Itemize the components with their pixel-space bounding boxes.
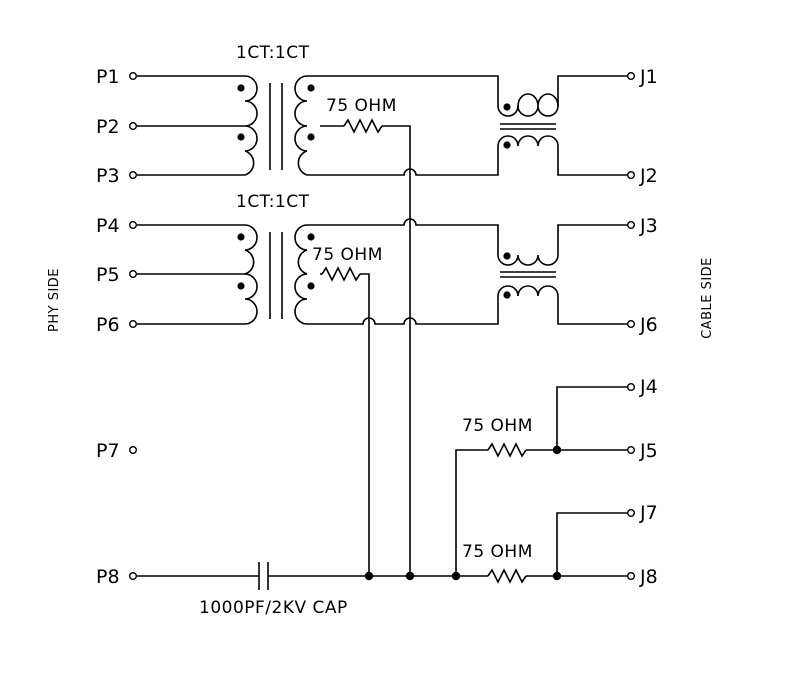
terminal-j6 [627, 320, 636, 329]
phy-side-label: PHY SIDE [47, 268, 62, 332]
pin-label-p6: P6 [96, 314, 120, 336]
terminal-p5 [128, 270, 137, 279]
pin-label-j7: J7 [639, 502, 658, 524]
channel-bottom-wiring: 75 OHM [307, 218, 499, 576]
cable-side-label: CABLE SIDE [700, 257, 715, 339]
terminal-p1 [128, 71, 137, 80]
pin-label-j5: J5 [639, 440, 658, 462]
phy-pins: P1 P2 P3 P4 P5 P6 P7 P8 [96, 66, 137, 588]
pin-label-j4: J4 [639, 376, 658, 398]
pin-label-j8: J8 [639, 566, 658, 588]
capacitor-label: 1000PF/2KV CAP [199, 598, 348, 618]
terminal-p8 [128, 572, 137, 581]
terminal-p6 [128, 320, 137, 329]
termination-j4-j5: 75 OHM [455, 386, 627, 576]
choke-top [497, 75, 627, 176]
cable-pins: J1 J2 J3 J6 J4 J5 J7 J8 [627, 66, 658, 588]
pin-label-p5: P5 [96, 264, 120, 286]
terminal-j5 [627, 446, 636, 455]
capacitor-bus: 1000PF/2KV CAP [137, 562, 488, 618]
transformer-top: 1CT:1CT [137, 43, 315, 176]
terminal-j2 [627, 170, 636, 179]
pin-label-j2: J2 [639, 165, 658, 187]
terminal-j1 [627, 71, 636, 80]
terminal-j4 [627, 383, 636, 392]
termination-j7-j8: 75 OHM [462, 512, 627, 584]
transformer-ratio-bottom: 1CT:1CT [236, 192, 310, 212]
resistor-label-j8: 75 OHM [462, 542, 533, 562]
resistor-label-bottom: 75 OHM [312, 245, 383, 265]
terminal-j8 [627, 572, 636, 581]
terminal-j7 [627, 509, 636, 518]
choke-bottom [497, 224, 627, 325]
channel-top-wiring: 75 OHM [307, 75, 499, 576]
pin-label-p8: P8 [96, 566, 120, 588]
transformer-ratio-top: 1CT:1CT [236, 43, 310, 63]
pin-label-p1: P1 [96, 66, 120, 88]
resistor-label-j5: 75 OHM [462, 416, 533, 436]
pin-label-j1: J1 [639, 66, 658, 88]
terminal-j3 [627, 220, 636, 229]
pin-label-p3: P3 [96, 165, 120, 187]
terminal-p2 [128, 121, 137, 130]
terminal-p3 [128, 170, 137, 179]
pin-label-p4: P4 [96, 215, 120, 237]
transformer-bottom: 1CT:1CT [137, 192, 315, 325]
pin-label-p7: P7 [96, 440, 120, 462]
terminal-p7 [128, 446, 137, 455]
terminal-p4 [128, 220, 137, 229]
pin-label-j3: J3 [639, 215, 658, 237]
pin-label-p2: P2 [96, 116, 120, 138]
pin-label-j6: J6 [639, 314, 658, 336]
resistor-label-top: 75 OHM [326, 96, 397, 116]
